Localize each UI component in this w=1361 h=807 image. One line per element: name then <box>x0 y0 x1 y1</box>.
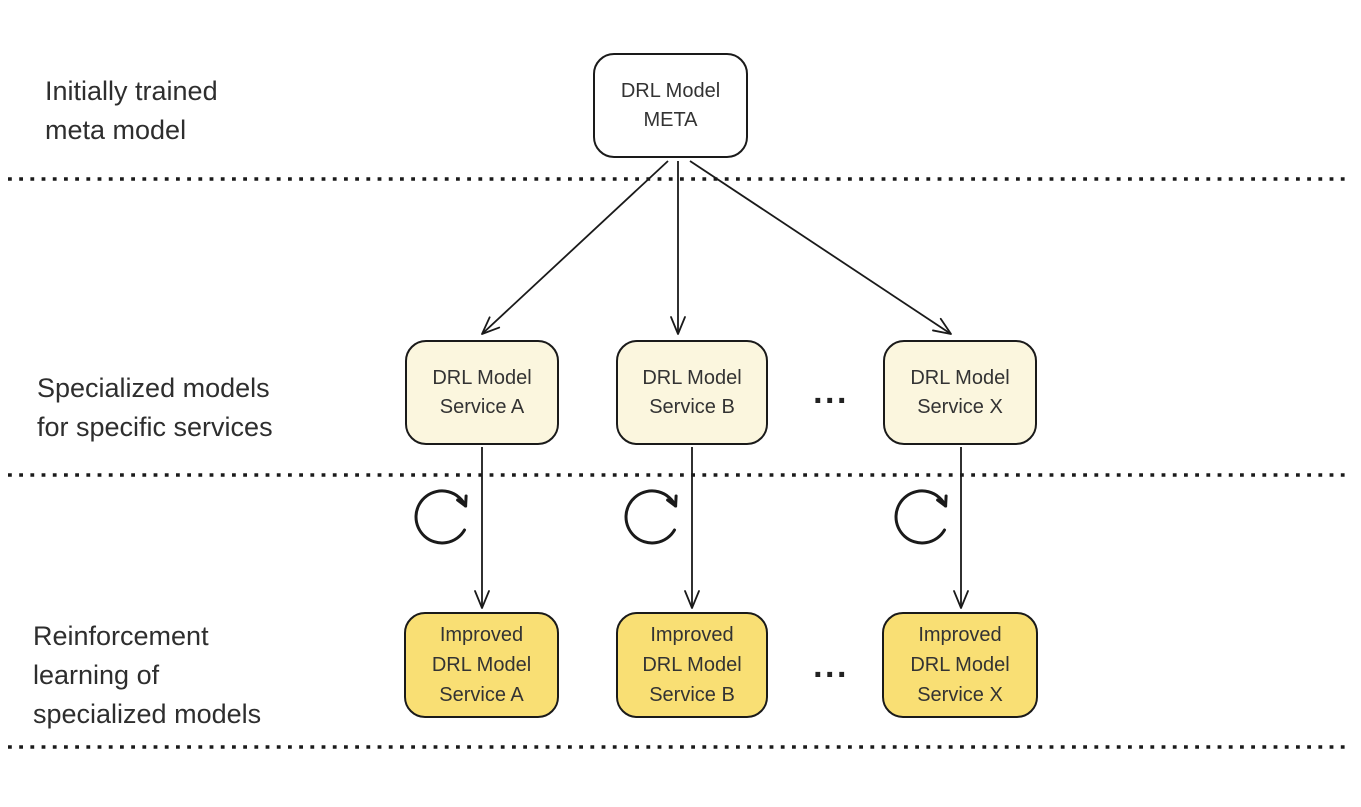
arrow-meta-to-service-x <box>689 160 952 335</box>
node-drl-model-meta: DRL Model META <box>593 53 748 158</box>
row-label-line: Initially trained <box>45 76 218 106</box>
node-improved-drl-model-service-a: Improved DRL Model Service A <box>404 612 559 718</box>
row-label-reinforcement-learning: Reinforcement learning of specialized mo… <box>33 617 261 734</box>
row-label-initially-trained: Initially trained meta model <box>45 72 218 150</box>
node-text-line: DRL Model <box>642 366 742 389</box>
row-label-line: for specific services <box>37 412 273 442</box>
row-label-line: learning of <box>33 660 160 690</box>
node-text-line: DRL Model <box>910 366 1010 389</box>
row-label-line: Reinforcement <box>33 621 209 651</box>
node-text-line: DRL Model <box>432 366 532 389</box>
node-text-line: Improved <box>439 624 524 646</box>
row-label-line: meta model <box>45 115 187 145</box>
node-text-line: Service B <box>649 395 735 418</box>
node-text-line: Service B <box>649 684 735 706</box>
row-label-line: Specialized models <box>37 373 270 403</box>
refresh-cycle-icon-a <box>414 489 468 545</box>
node-text-line: Service A <box>439 395 525 418</box>
node-text-line: DRL Model <box>642 654 742 676</box>
node-drl-model-service-x: DRL Model Service X <box>883 340 1037 445</box>
node-text-line: Service X <box>917 395 1003 418</box>
improved-row-ellipsis: ... <box>813 647 849 685</box>
node-drl-model-service-a: DRL Model Service A <box>405 340 559 445</box>
node-text-line: META <box>643 108 698 131</box>
arrow-meta-to-service-a <box>481 160 669 335</box>
refresh-cycle-icon-b <box>624 489 678 545</box>
row-label-specialized-models: Specialized models for specific services <box>37 369 273 447</box>
node-text-line: DRL Model <box>910 654 1010 676</box>
node-text-line: Service A <box>439 684 524 706</box>
refresh-cycle-icon-x <box>894 489 948 545</box>
service-row-ellipsis: ... <box>813 373 849 411</box>
node-text-line: Improved <box>918 624 1002 646</box>
node-text-line: Improved <box>650 624 734 646</box>
node-improved-drl-model-service-x: Improved DRL Model Service X <box>882 612 1038 718</box>
row-label-line: specialized models <box>33 699 262 729</box>
node-text-line: Service X <box>917 684 1003 706</box>
node-text-line: DRL Model <box>620 79 721 102</box>
node-drl-model-service-b: DRL Model Service B <box>616 340 768 445</box>
node-text-line: DRL Model <box>431 654 532 676</box>
node-improved-drl-model-service-b: Improved DRL Model Service B <box>616 612 768 718</box>
